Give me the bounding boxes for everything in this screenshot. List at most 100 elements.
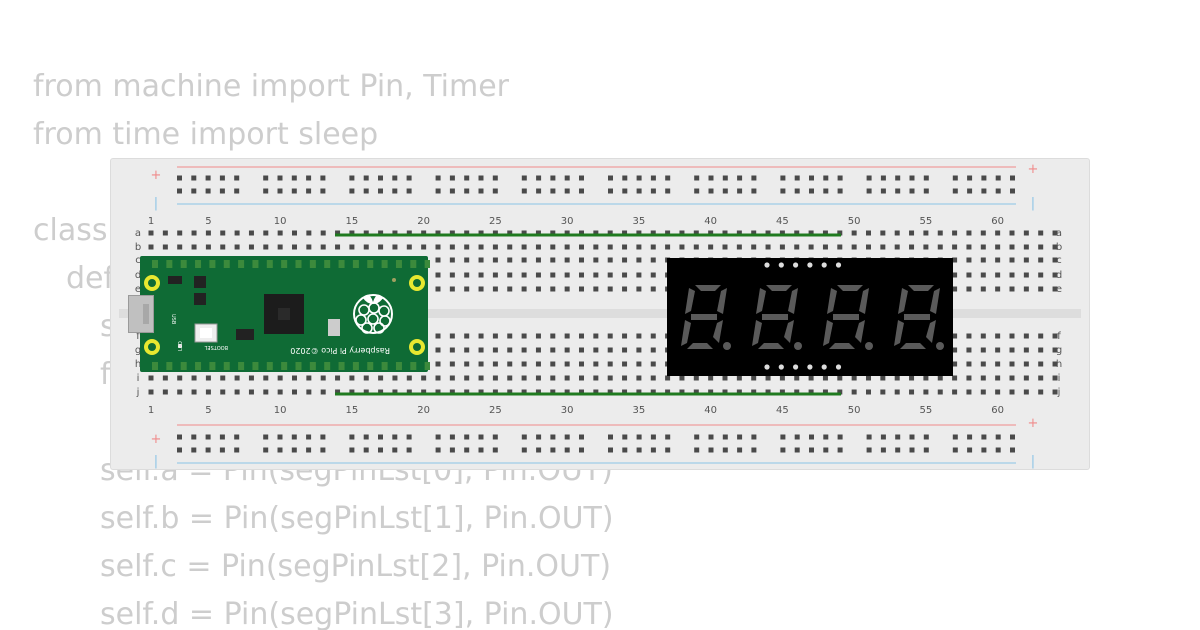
- terminal-hole: [808, 389, 814, 395]
- display-decimal-point: [794, 342, 802, 350]
- rail-hole: [234, 447, 240, 453]
- terminal-hole: [535, 286, 541, 292]
- rail-hole: [1010, 447, 1015, 453]
- terminal-hole: [148, 244, 154, 250]
- usb-label: USB: [170, 314, 176, 325]
- code-line: from machine import Pin, Timer: [33, 69, 510, 104]
- terminal-hole: [1052, 230, 1058, 236]
- terminal-hole: [449, 333, 455, 339]
- terminal-hole: [1038, 230, 1044, 236]
- rail-hole: [722, 175, 728, 181]
- terminal-hole: [1023, 347, 1029, 353]
- pico-header-pin: [424, 362, 431, 370]
- terminal-hole: [363, 244, 369, 250]
- terminal-hole: [579, 361, 584, 367]
- display-pin: [764, 364, 770, 370]
- rail-hole: [449, 175, 455, 181]
- terminal-hole: [1023, 375, 1029, 381]
- terminal-hole: [995, 244, 1001, 250]
- terminal-hole: [622, 347, 628, 353]
- rail-hole: [406, 188, 412, 194]
- rail-hole: [794, 447, 800, 453]
- terminal-hole: [866, 244, 871, 250]
- rail-hole: [708, 175, 714, 181]
- rail-hole: [650, 447, 656, 453]
- terminal-hole: [435, 230, 441, 236]
- rail-hole: [263, 434, 269, 440]
- rail-hole: [579, 434, 584, 440]
- rail-hole: [536, 175, 542, 181]
- terminal-hole: [751, 230, 757, 236]
- terminal-hole: [550, 389, 556, 395]
- terminal-hole: [421, 244, 427, 250]
- terminal-hole: [923, 389, 929, 395]
- terminal-hole: [937, 389, 943, 395]
- rail-hole: [306, 434, 312, 440]
- pico-header-pin: [166, 362, 173, 370]
- rail-hole: [205, 175, 211, 181]
- rail-hole: [349, 188, 355, 194]
- terminal-hole: [980, 257, 986, 263]
- display-segment: [788, 288, 798, 314]
- code-line: self.c = Pin(segPinLst[2], Pin.OUT): [100, 549, 612, 584]
- terminal-hole: [421, 389, 427, 395]
- terminal-hole: [220, 375, 226, 381]
- rail-hole: [177, 447, 182, 453]
- pico-header-pin: [252, 260, 259, 268]
- raspberry-logo-icon: [353, 294, 393, 334]
- terminal-hole: [866, 389, 871, 395]
- terminal-hole: [406, 375, 412, 381]
- row-label: b: [135, 242, 141, 253]
- terminal-hole: [148, 375, 154, 381]
- terminal-hole: [564, 286, 570, 292]
- terminal-hole: [507, 375, 513, 381]
- terminal-hole: [248, 244, 254, 250]
- terminal-hole: [220, 389, 226, 395]
- terminal-hole: [507, 244, 513, 250]
- pico-header-pin: [309, 260, 316, 268]
- terminal-hole: [205, 389, 211, 395]
- terminal-hole: [880, 244, 886, 250]
- rail-hole: [608, 188, 613, 194]
- terminal-hole: [478, 272, 484, 278]
- display-segment: [758, 343, 784, 349]
- terminal-hole: [277, 244, 283, 250]
- terminal-hole: [449, 375, 455, 381]
- rail-hole: [809, 188, 814, 194]
- terminal-hole: [650, 333, 656, 339]
- seven-segment-display[interactable]: [667, 258, 953, 380]
- terminal-hole: [564, 333, 570, 339]
- rail-hole: [909, 434, 915, 440]
- terminal-hole: [478, 361, 484, 367]
- code-line: class: [33, 213, 108, 248]
- rail-hole: [320, 175, 326, 181]
- terminal-hole: [521, 389, 527, 395]
- terminal-hole: [449, 361, 455, 367]
- terminal-hole: [435, 244, 441, 250]
- display-segment: [695, 285, 721, 291]
- rail-hole: [478, 188, 484, 194]
- rail-hole: [694, 188, 700, 194]
- rail-hole: [363, 175, 369, 181]
- terminal-hole: [335, 230, 341, 236]
- terminal-hole: [952, 257, 958, 263]
- terminal-hole: [277, 389, 283, 395]
- terminal-hole: [966, 361, 972, 367]
- rail-hole: [392, 188, 398, 194]
- rail-hole: [320, 447, 326, 453]
- terminal-hole: [593, 286, 599, 292]
- rail-hole: [579, 175, 584, 181]
- rail-hole: [177, 188, 182, 194]
- terminal-hole: [564, 347, 570, 353]
- rail-hole: [622, 434, 628, 440]
- rail-hole: [406, 434, 412, 440]
- terminal-hole: [708, 230, 714, 236]
- display-segment: [898, 288, 908, 314]
- display-segment: [823, 320, 833, 346]
- rail-hole: [923, 447, 929, 453]
- terminal-hole: [564, 257, 570, 263]
- rail-hole: [291, 434, 297, 440]
- raspberry-pi-pico[interactable]: Raspberry Pi Pico ©2020 BOOTSEL LED USB: [128, 256, 431, 378]
- terminal-hole: [636, 375, 642, 381]
- terminal-hole: [449, 272, 455, 278]
